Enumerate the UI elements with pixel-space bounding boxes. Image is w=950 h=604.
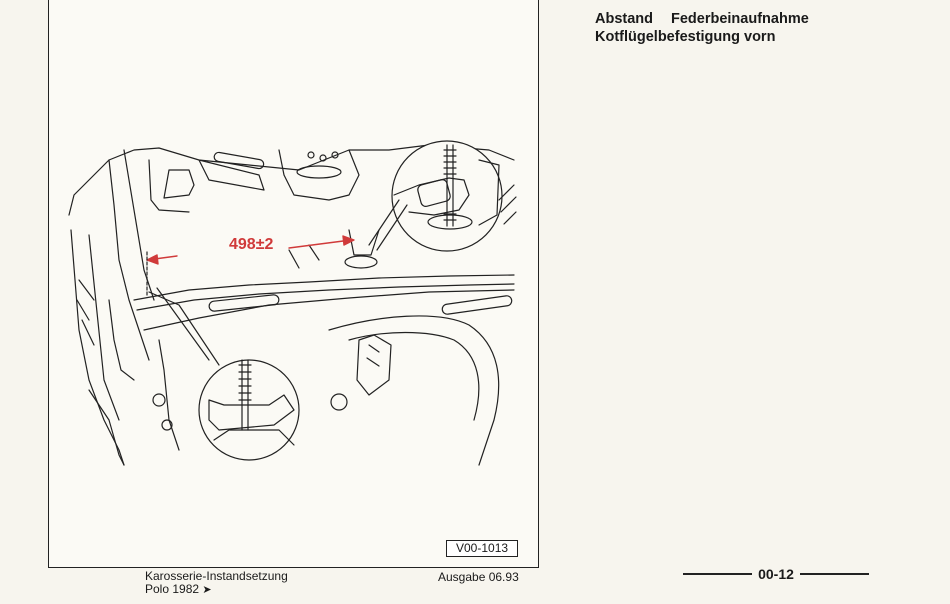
title-line-2: Kotflügelbefestigung vorn [595,29,776,45]
model-name: Polo 1982 [145,582,200,596]
title-word-distance: Abstand [595,11,653,27]
figure-reference: V00-1013 [446,540,519,557]
page-number: 00-12 [683,566,869,582]
model-line: Polo 1982 ➤ [145,583,288,597]
figure-frame: 498±2 V00-1013 [48,0,539,568]
page-title: Abstand Federbeinaufnahme Kotflügelbefest… [595,10,809,46]
edition-label: Ausgabe 06.93 [438,570,519,584]
next-page-arrow-icon: ➤ [202,584,212,596]
title-line-1: Abstand Federbeinaufnahme [595,10,809,28]
manual-title: Karosserie-Instandsetzung [145,569,288,583]
page-number-rule-right [799,573,869,575]
page-number-value: 00-12 [758,566,794,582]
distance-dimension: 498±2 [229,236,274,253]
footer-manual-info: Karosserie-Instandsetzung Polo 1982 ➤ [145,570,288,597]
title-word-strut-mount: Federbeinaufnahme [671,11,809,27]
page-number-rule-left [683,573,753,575]
technical-drawing [68,140,517,466]
